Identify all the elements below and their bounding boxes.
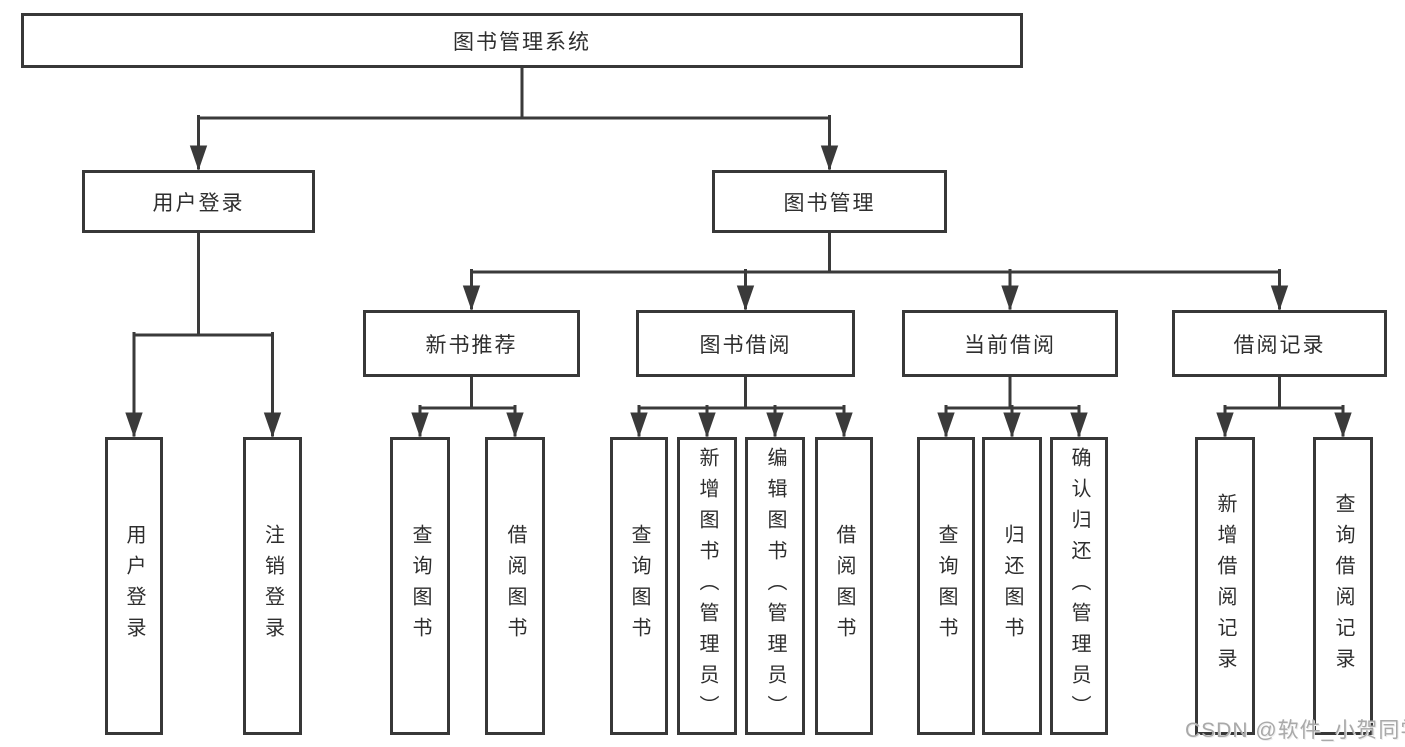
diagram-node-user-login-group: 用户登录 <box>82 170 315 233</box>
diagram-node-leaf-query-book-2: 查询图书 <box>610 437 668 735</box>
node-label: 注销登录 <box>261 524 284 648</box>
node-label: 确认归还（管理员） <box>1068 446 1090 726</box>
diagram-node-leaf-edit-book: 编辑图书（管理员） <box>745 437 805 735</box>
node-label: 用户登录 <box>123 524 145 648</box>
diagram-node-leaf-logout: 注销登录 <box>243 437 302 735</box>
watermark: CSDN @软件_小贺同学 <box>1185 719 1405 742</box>
diagram-node-leaf-query-record: 查询借阅记录 <box>1313 437 1373 735</box>
diagram-node-borrow-record: 借阅记录 <box>1172 310 1387 377</box>
node-label: 查询图书 <box>935 524 957 648</box>
diagram-node-leaf-borrow-book-2: 借阅图书 <box>815 437 873 735</box>
node-label: 用户登录 <box>152 191 245 215</box>
node-label: 借阅图书 <box>833 524 855 648</box>
diagram-node-leaf-borrow-book-1: 借阅图书 <box>485 437 545 735</box>
node-label: 归还图书 <box>1001 524 1023 648</box>
diagram-node-leaf-add-book: 新增图书（管理员） <box>677 437 737 735</box>
node-label: 新增借阅记录 <box>1214 493 1236 679</box>
diagram-node-leaf-add-record: 新增借阅记录 <box>1195 437 1255 735</box>
diagram-node-new-book-rec: 新书推荐 <box>363 310 580 377</box>
diagram-node-book-borrow: 图书借阅 <box>636 310 855 377</box>
diagram-node-leaf-user-login: 用户登录 <box>105 437 163 735</box>
node-label: 新书推荐 <box>425 333 518 357</box>
node-label: 新增图书（管理员） <box>696 446 718 726</box>
node-label: 查询借阅记录 <box>1332 493 1354 679</box>
diagram-node-current-borrow: 当前借阅 <box>902 310 1118 377</box>
diagram-node-system: 图书管理系统 <box>21 13 1023 68</box>
node-label: 借阅图书 <box>504 524 526 648</box>
node-label: 编辑图书（管理员） <box>764 446 786 726</box>
node-label: 图书借阅 <box>699 333 792 357</box>
diagram-node-leaf-return-book: 归还图书 <box>982 437 1042 735</box>
node-label: 图书管理 <box>783 191 876 215</box>
node-label: 查询图书 <box>409 524 431 648</box>
diagram-node-book-mgmt-group: 图书管理 <box>712 170 947 233</box>
diagram-node-leaf-query-book-1: 查询图书 <box>390 437 450 735</box>
diagram-node-leaf-query-book-3: 查询图书 <box>917 437 975 735</box>
node-label: 当前借阅 <box>964 333 1056 357</box>
node-label: 借阅记录 <box>1233 333 1326 357</box>
node-label: 查询图书 <box>628 524 650 648</box>
node-label: 图书管理系统 <box>453 30 591 54</box>
diagram-node-leaf-confirm-return: 确认归还（管理员） <box>1050 437 1108 735</box>
